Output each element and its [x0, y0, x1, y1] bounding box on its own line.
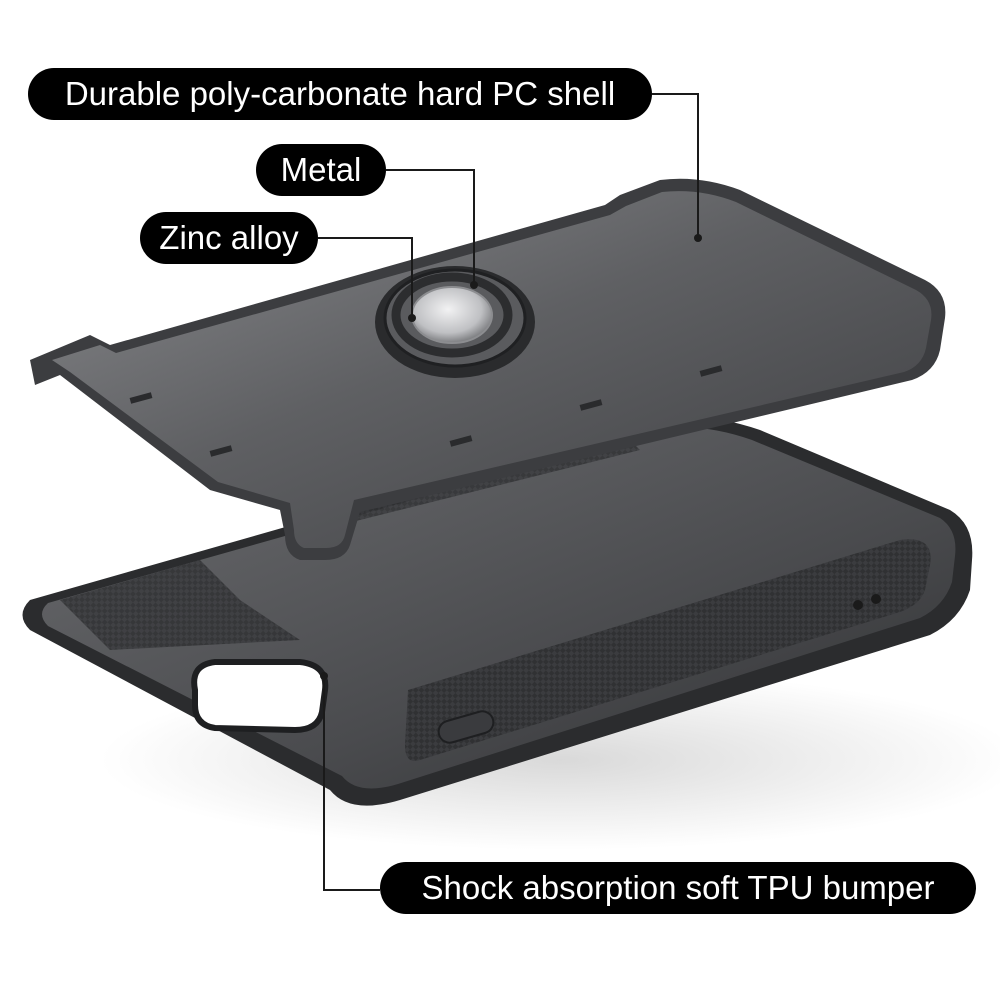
leader-line-zinc — [318, 237, 413, 318]
leader-line-shell — [652, 93, 699, 238]
ring-holder — [375, 266, 535, 378]
leader-line-metal — [386, 169, 475, 285]
callout-pc-shell: Durable poly-carbonate hard PC shell — [28, 68, 652, 120]
tpu-bumper-case — [22, 416, 973, 806]
leader-line-tpu — [323, 676, 380, 891]
leader-dots — [320, 234, 702, 680]
leader-lines — [318, 93, 699, 891]
callout-zinc-alloy: Zinc alloy — [140, 212, 318, 264]
callout-metal: Metal — [256, 144, 386, 196]
callout-tpu-bumper: Shock absorption soft TPU bumper — [380, 862, 976, 914]
